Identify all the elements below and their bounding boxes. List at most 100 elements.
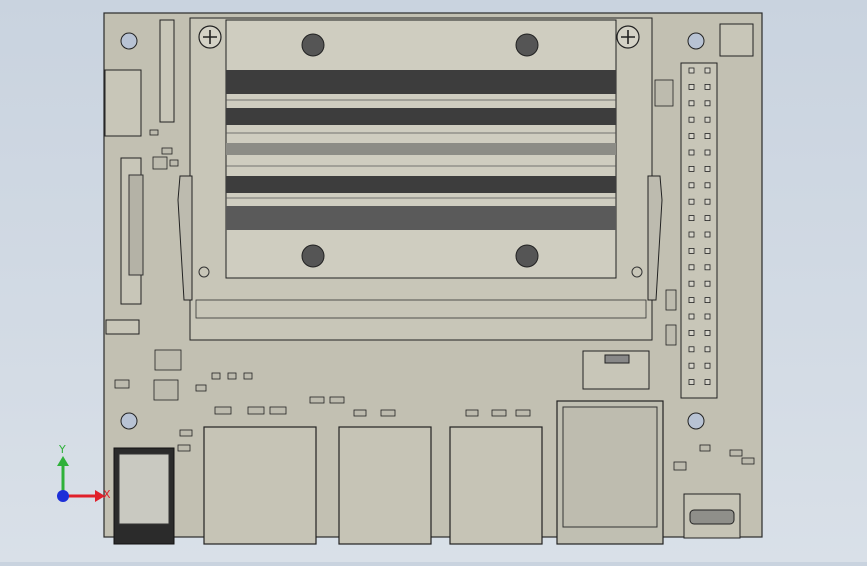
- socket-hole: [198, 266, 210, 278]
- smd-part: [741, 457, 755, 465]
- smd-part: [673, 461, 687, 471]
- smd-part: [491, 409, 507, 417]
- gpio-pin: [704, 313, 711, 320]
- camera-connector-latch: [128, 174, 144, 276]
- module-socket-inner: [195, 299, 647, 319]
- heatsink-screw: [515, 244, 539, 268]
- gpio-pin: [688, 67, 695, 74]
- heatsink-fin: [226, 143, 616, 155]
- smd-part: [654, 79, 674, 107]
- gpio-pin: [688, 84, 695, 90]
- screw-slot: [621, 30, 635, 44]
- smd-part: [329, 396, 345, 404]
- gpio-pin: [704, 362, 711, 369]
- dc-barrel-jack-body: [118, 453, 170, 525]
- gpio-pin: [688, 182, 695, 189]
- smd-part: [243, 372, 253, 380]
- gpio-pin: [688, 264, 695, 271]
- gpio-pin: [688, 116, 695, 123]
- smd-part: [729, 449, 743, 457]
- usb-port: [338, 426, 432, 545]
- heatsink-fin: [226, 108, 616, 125]
- gpio-pin: [704, 215, 711, 222]
- heatsink-fin: [226, 176, 616, 193]
- socket-latch: [177, 175, 193, 301]
- gpio-pin: [704, 165, 711, 172]
- gpio-pin: [704, 67, 711, 74]
- axis-x-label: X: [103, 488, 111, 501]
- socket-hole: [631, 266, 643, 278]
- gpio-pin: [688, 231, 695, 238]
- usb-port: [449, 426, 543, 545]
- heatsink-fin: [226, 70, 616, 94]
- gpio-header: [680, 62, 718, 399]
- smd-part: [269, 406, 287, 415]
- smd-part: [699, 444, 711, 452]
- smd-part: [247, 406, 265, 415]
- jumper-header: [719, 23, 754, 57]
- smd-part: [152, 156, 168, 170]
- smd-part: [169, 159, 179, 167]
- gpio-pin: [704, 198, 711, 205]
- gpio-pin: [688, 100, 695, 107]
- smd-part: [177, 444, 191, 452]
- smd-part: [153, 379, 179, 401]
- smd-part: [465, 409, 479, 417]
- smd-part: [353, 409, 367, 417]
- mounting-hole: [687, 32, 705, 50]
- gpio-pin: [688, 165, 695, 172]
- smd-part: [211, 372, 221, 380]
- gpio-pin: [704, 280, 711, 287]
- gpio-pin: [704, 247, 711, 254]
- smd-part: [179, 429, 193, 437]
- smd-part: [214, 406, 232, 415]
- gpio-pin: [704, 379, 711, 386]
- gpio-pin: [688, 329, 695, 336]
- axis-y-label: Y: [58, 443, 66, 456]
- gpio-pin: [704, 182, 711, 189]
- smd-part: [195, 384, 207, 392]
- axis-y-arrow: [57, 456, 69, 466]
- axis-x-arrow: [95, 490, 105, 502]
- smd-part: [309, 396, 325, 404]
- smd-part: [380, 409, 396, 417]
- gpio-pin: [704, 264, 711, 271]
- heatsink-screw: [515, 33, 539, 57]
- axis-origin: [57, 490, 69, 502]
- gpio-pin: [704, 100, 711, 107]
- gpio-pin: [688, 362, 695, 369]
- gpio-pin: [688, 215, 695, 222]
- pin-header-vertical: [159, 19, 175, 123]
- gpio-pin: [688, 149, 695, 156]
- gpio-pin: [688, 247, 695, 254]
- gpio-pin: [688, 379, 695, 386]
- gpio-pin: [704, 231, 711, 238]
- gpio-pin: [688, 297, 695, 304]
- pin-header-small: [105, 319, 140, 335]
- ethernet-port-inner: [562, 406, 658, 528]
- screw-slot: [203, 30, 217, 44]
- fan-connector-tab: [604, 354, 630, 364]
- smd-part: [665, 289, 677, 311]
- mounting-hole: [687, 412, 705, 430]
- gpio-pin: [704, 133, 711, 140]
- gpio-pin: [688, 198, 695, 205]
- gpio-pin: [704, 346, 711, 353]
- heatsink-fin: [226, 206, 616, 230]
- usb-port: [203, 426, 317, 545]
- smd-part: [149, 129, 159, 136]
- socket-latch: [647, 175, 663, 301]
- smd-part: [227, 372, 237, 380]
- smd-part: [515, 409, 531, 417]
- gpio-pin: [704, 149, 711, 156]
- smd-part: [114, 379, 130, 389]
- gpio-pin: [688, 313, 695, 320]
- smd-part: [161, 147, 173, 155]
- smd-part: [154, 349, 182, 371]
- smd-part: [665, 324, 677, 346]
- mounting-hole: [120, 32, 138, 50]
- heatsink-screw: [301, 33, 325, 57]
- pin-header-small: [104, 69, 142, 137]
